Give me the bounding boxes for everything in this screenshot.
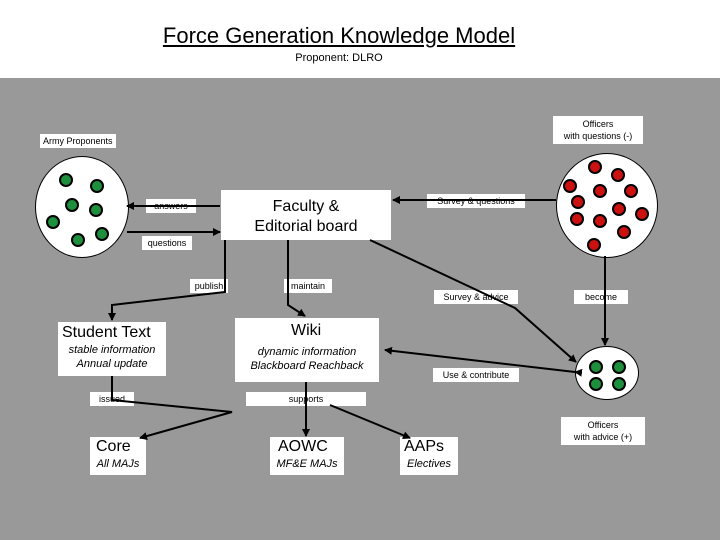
officer-advice-dot	[612, 360, 626, 374]
aaps-box: AAPs Electives	[400, 437, 458, 475]
wiki-line1: dynamic information	[257, 346, 357, 358]
officer-question-dot	[635, 207, 649, 221]
officer-advice-dot	[612, 377, 626, 391]
officers-questions-label: Officers with questions (-)	[553, 116, 643, 144]
officers-advice-line1: Officers	[587, 420, 619, 430]
aowc-subtitle: MF&E MAJs	[276, 458, 338, 470]
core-title: Core	[96, 438, 131, 455]
proponent-dot	[59, 173, 73, 187]
officer-question-dot	[571, 195, 585, 209]
officers-advice-line2: with advice (+)	[573, 432, 633, 442]
publish-arrow	[108, 240, 226, 321]
student-text-line1: stable information	[68, 344, 156, 356]
officer-question-dot	[587, 238, 601, 252]
questions-label: questions	[142, 236, 192, 250]
officers-advice-label: Officers with advice (+)	[561, 417, 645, 445]
page-title: Force Generation Knowledge Model	[162, 23, 516, 48]
aaps-subtitle: Electives	[406, 458, 452, 470]
wiki-line2: Blackboard Reachback	[250, 360, 364, 372]
aaps-title: AAPs	[404, 438, 445, 455]
faculty-line1: Faculty &	[272, 198, 340, 215]
maintain-label: maintain	[284, 279, 332, 293]
officer-advice-dot	[589, 360, 603, 374]
faculty-editorial-board: Faculty & Editorial board	[221, 190, 391, 240]
army-proponents-label: Army Proponents	[40, 134, 116, 148]
proponent-dot	[90, 179, 104, 193]
issued-arrow	[111, 376, 233, 440]
student-text-title: Student Text	[62, 324, 151, 341]
proponent-dot	[89, 203, 103, 217]
proponent-dot	[71, 233, 85, 247]
aowc-title: AOWC	[278, 438, 328, 455]
proponent-dot	[95, 227, 109, 241]
core-subtitle: All MAJs	[96, 458, 140, 470]
proponent-dot	[46, 215, 60, 229]
publish-label: publish	[190, 279, 228, 293]
officer-question-dot	[563, 179, 577, 193]
officer-question-dot	[611, 168, 625, 182]
become-label: become	[574, 290, 628, 304]
army-proponents-group	[35, 156, 129, 258]
officers-advice-group	[575, 346, 639, 400]
officers-questions-line1: Officers	[582, 119, 614, 129]
officer-question-dot	[570, 212, 584, 226]
student-text-line2: Annual update	[76, 358, 148, 370]
aowc-box: AOWC MF&E MAJs	[270, 437, 344, 475]
wiki-box: Wiki dynamic information Blackboard Reac…	[235, 318, 379, 382]
officer-question-dot	[593, 184, 607, 198]
officer-advice-dot	[589, 377, 603, 391]
page-subtitle: Proponent: DLRO	[295, 52, 383, 64]
faculty-line2: Editorial board	[254, 218, 358, 235]
officer-question-dot	[588, 160, 602, 174]
wiki-title: Wiki	[291, 322, 322, 339]
supports-aaps-arrow	[329, 404, 411, 440]
maintain-arrow	[287, 240, 306, 317]
officer-question-dot	[593, 214, 607, 228]
proponent-dot	[65, 198, 79, 212]
core-box: Core All MAJs	[90, 437, 146, 475]
student-text-box: Student Text stable information Annual u…	[58, 322, 166, 376]
officer-question-dot	[612, 202, 626, 216]
officer-question-dot	[624, 184, 638, 198]
survey-advice-arrow	[369, 239, 577, 363]
officer-question-dot	[617, 225, 631, 239]
use-contribute-arrow	[384, 346, 583, 377]
officers-questions-line2: with questions (-)	[563, 131, 633, 141]
